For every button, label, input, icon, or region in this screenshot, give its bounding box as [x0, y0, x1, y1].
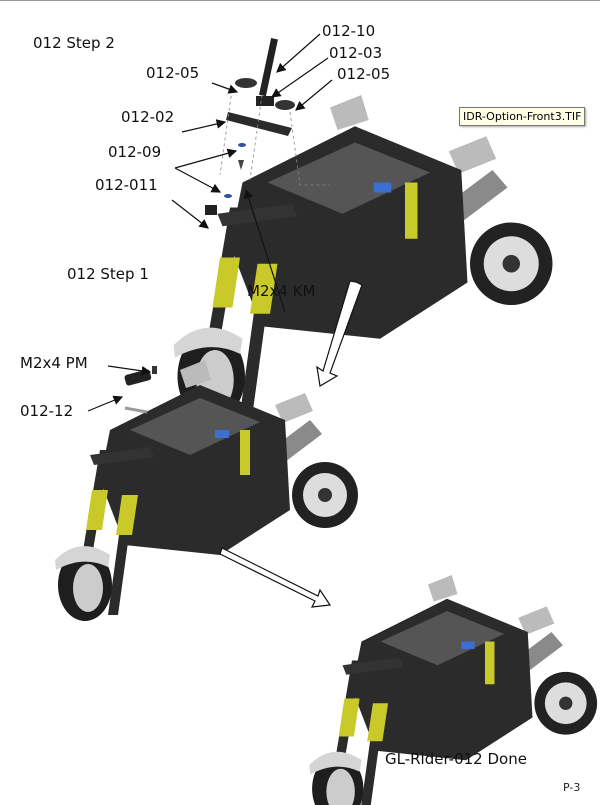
part-label-012-12: 012-12	[20, 402, 74, 420]
step2-title: 012 Step 2	[33, 34, 115, 52]
filename-tooltip: IDR-Option-Front3.TIF	[459, 107, 586, 126]
top-border	[0, 0, 600, 1]
part-label-m2x4-pm: M2x4 PM	[20, 354, 88, 372]
part-label-012-09: 012-09	[108, 143, 162, 161]
trike-stage2	[55, 360, 358, 621]
part-label-012-05-right: 012-05	[337, 65, 391, 83]
part-label-012-10: 012-10	[322, 22, 376, 40]
trike-step1	[173, 95, 553, 422]
done-label: GL-Rider-012 Done	[385, 750, 527, 768]
part-label-012-011: 012-011	[95, 176, 158, 194]
part-label-012-05-left: 012-05	[146, 64, 200, 82]
part-label-012-02: 012-02	[121, 108, 175, 126]
trike-done	[309, 575, 598, 805]
part-label-m2x4-km: M2x4 KM	[247, 282, 316, 300]
leader-arrows	[87, 33, 333, 412]
step1-title: 012 Step 1	[67, 265, 149, 283]
process-arrows	[219, 280, 363, 608]
page-number: P-3	[563, 781, 581, 794]
part-label-012-03: 012-03	[329, 44, 383, 62]
